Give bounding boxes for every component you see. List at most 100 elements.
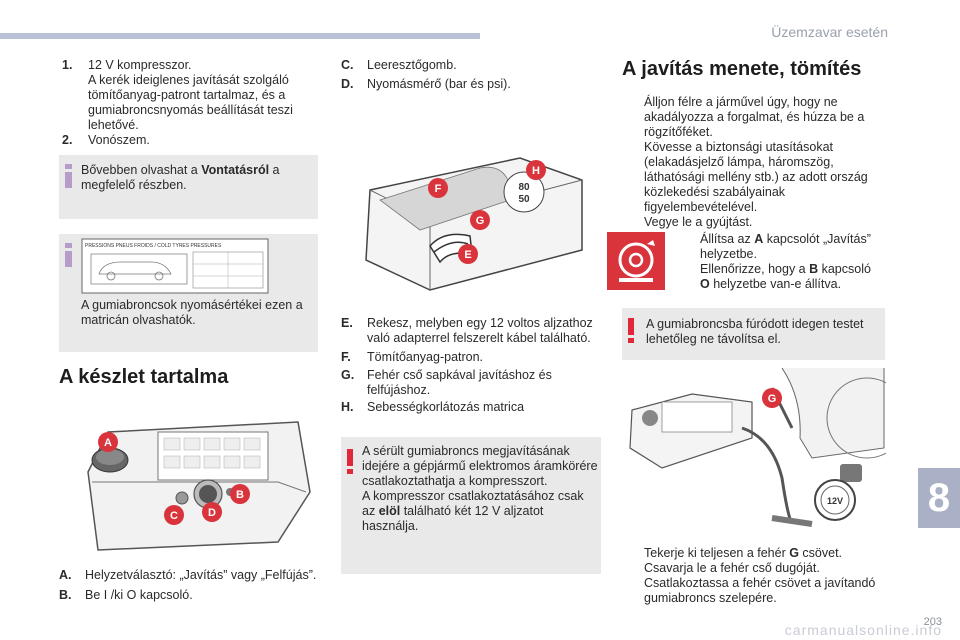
list-item-text: Álljon félre a járművel úgy, hogy ne aka… [644,95,865,139]
speed-limit-value: 80 [518,182,530,193]
legend-a: A. Helyzetválasztó: „Javítás” vagy „Felf… [59,568,329,583]
section-title: Üzemzavar esetén [771,24,888,40]
preparation-list: Álljon félre a járművel úgy, hogy ne aka… [622,95,877,230]
legend-letter: C. [341,58,354,72]
speed-limit-value: 50 [518,194,530,205]
callout-a: A [104,437,112,449]
warning-text: A sérült gumiabroncs megjavításának idej… [362,444,598,534]
text-part: helyzetbe van-e állítva. [709,277,842,291]
text-bold: A [754,232,764,246]
info-icon [65,164,72,188]
text-bold: B [809,262,819,276]
callout-b: B [236,489,244,501]
hose-connection-illustration: 12V G [629,368,886,527]
kit-contents-heading: A készlet tartalma [59,366,229,388]
legend-text: Helyzetválasztó: „Javítás” vagy „Felfújá… [85,568,317,582]
item-number: 1. [62,58,73,72]
legend-g: G. Fehér cső sapkával javításhoz és felf… [341,368,601,398]
tyre-pressure-label-image: PRESSIONS PNEUS FROIDS / COLD TYRES PRES… [81,238,269,294]
item-text: Vonószem. [88,133,150,147]
compressor-kit-illustration: A B C D [87,421,311,551]
legend-text: Rekesz, melyben egy 12 voltos aljzathoz … [367,316,593,345]
callout-c: C [170,510,178,522]
legend-text: Leeresztőgomb. [367,58,457,72]
header-accent-bar [0,33,480,39]
list-item-text: Állítsa az A kapcsolót „Javítás” helyzet… [678,232,883,262]
list-item-text: Csatlakoztassa a fehér csövet a javítand… [644,576,876,605]
text-part: Tekerje ki teljesen a fehér [644,546,790,560]
footer-watermark: carmanualsonline.info [784,622,942,638]
list-item-text: Tekerje ki teljesen a fehér G csövet. [622,546,887,561]
item-text: 12 V kompresszor. A kerék ideiglenes jav… [88,58,293,132]
label-caption: PRESSIONS PNEUS FROIDS / COLD TYRES PRES… [85,243,222,249]
list-item: Ellenőrizze, hogy a B kapcsoló O helyzet… [678,262,883,292]
warning-box-foreign-object: A gumiabroncsba fúródott idegen testet l… [622,308,885,360]
list-item: Csavarja le a fehér cső dugóját. [622,561,887,576]
text-bold: O [700,277,710,291]
legend-b: B. Be I /ki O kapcsoló. [59,588,329,603]
chapter-tab: 8 [918,468,960,528]
legend-letter: E. [341,316,353,330]
text-part: kapcsolót „Javítás” helyzetbe. [700,232,871,261]
info-link-bold: Vontatásról [201,163,270,177]
warning-paragraph: A sérült gumiabroncs megjavításának idej… [362,444,598,488]
list-item: Álljon félre a járművel úgy, hogy ne aka… [622,95,877,140]
warning-text-bold: elöl [378,504,401,518]
legend-h: H. Sebességkorlátozás matrica [341,400,601,415]
list-item: Állítsa az A kapcsolót „Javítás” helyzet… [678,232,883,262]
item-1: 1. 12 V kompresszor. A kerék ideiglenes … [62,58,312,133]
list-item-text: Csavarja le a fehér cső dugóját. [644,561,820,575]
info-text-part: a megfelelő részben. [81,163,280,192]
text-part: Állítsa az [700,232,755,246]
info-icon [65,243,72,267]
switch-instructions: Állítsa az A kapcsolót „Javítás” helyzet… [678,232,883,292]
legend-c: C. Leeresztőgomb. [341,58,601,73]
page-number: 203 [923,616,942,628]
item-number: 2. [62,133,73,147]
legend-text: Nyomásmérő (bar és psi). [367,77,511,91]
list-item: Kövesse a biztonsági utasításokat (elaka… [622,140,877,215]
warning-text-part: található két 12 V aljzatot használja. [362,504,544,533]
text-bold: G [789,546,799,560]
text-part: kapcsoló [818,262,871,276]
list-item: Tekerje ki teljesen a fehér G csövet. [622,546,887,561]
sealant-cartridge-illustration: 80 50 F G E H [365,157,583,291]
callout-h: H [532,165,540,177]
list-item: Vegye le a gyújtást. [622,215,877,230]
legend-letter: G. [341,368,355,382]
info-text: Bővebben olvashat a Vontatásról a megfel… [81,163,306,193]
info-box-towing: Bővebben olvashat a Vontatásról a megfel… [59,155,318,219]
callout-g: G [476,215,485,227]
legend-text: Fehér cső sapkával javításhoz és felfújá… [367,368,552,397]
callout-f: F [435,183,442,195]
text-part: Ellenőrizze, hogy a [700,262,810,276]
warning-box-electrical: A sérült gumiabroncs megjavításának idej… [341,437,601,574]
callout-g: G [768,393,777,405]
legend-letter: F. [341,350,351,364]
item-2: 2. Vonószem. [62,133,312,148]
legend-letter: H. [341,400,354,414]
list-item-text: Kövesse a biztonsági utasításokat (elaka… [644,140,868,214]
repair-mode-icon [607,232,665,290]
legend-letter: A. [59,568,72,582]
info-text: A gumiabroncsok nyomásértékei ezen a mat… [81,298,303,327]
list-item-text: Vegye le a gyújtást. [644,215,753,229]
text-part: csövet. [798,546,843,560]
repair-procedure-heading: A javítás menete, tömítés [622,58,862,80]
warning-text-part: A kompresszor csatlakoztatásához csak az [362,489,584,518]
callout-e: E [464,249,471,261]
info-box-pressure: PRESSIONS PNEUS FROIDS / COLD TYRES PRES… [59,234,318,352]
hose-instructions: Tekerje ki teljesen a fehér G csövet. Cs… [622,546,887,606]
list-item-text: Ellenőrizze, hogy a B kapcsoló O helyzet… [678,262,883,292]
warning-paragraph: A kompresszor csatlakoztatásához csak az… [362,489,598,534]
callout-d: D [208,507,216,519]
socket-voltage: 12V [827,496,843,506]
legend-letter: B. [59,588,72,602]
info-text-part: Bővebben olvashat a [81,163,202,177]
legend-letter: D. [341,77,354,91]
legend-text: Tömítőanyag-patron. [367,350,484,364]
legend-f: F. Tömítőanyag-patron. [341,350,601,365]
legend-d: D. Nyomásmérő (bar és psi). [341,77,601,92]
warning-text: A gumiabroncsba fúródott idegen testet l… [646,317,864,346]
legend-e: E. Rekesz, melyben egy 12 voltos aljzath… [341,316,601,346]
